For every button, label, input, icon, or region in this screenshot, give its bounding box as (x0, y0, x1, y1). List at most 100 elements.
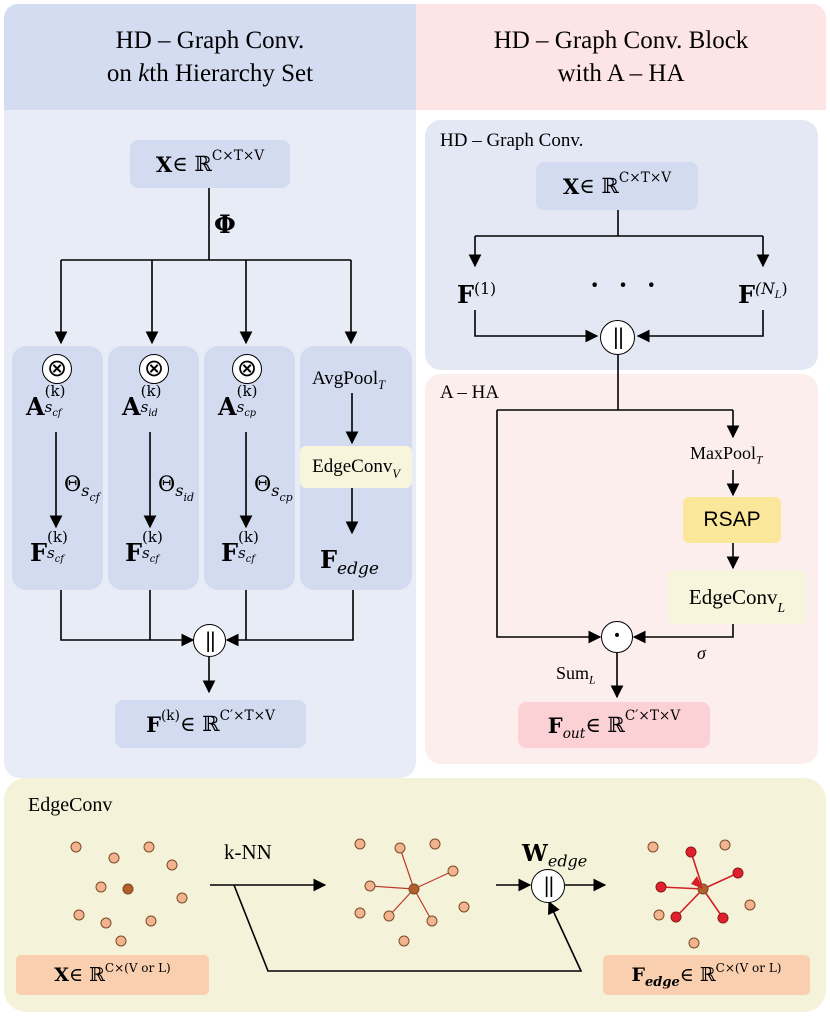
theta-scf-sym: Θ (64, 472, 82, 496)
dot-product-icon: • (601, 621, 633, 653)
avgpool-label: AvgPoolT (312, 368, 385, 393)
concat-icon-left: || (193, 624, 226, 657)
fn-sup-close: ) (781, 280, 788, 298)
a-scp-sub: s (236, 397, 245, 416)
input-point-cloud (60, 835, 195, 950)
column-scf (12, 346, 103, 590)
a-scp-sup: (k) (236, 381, 258, 400)
w-edge-label: Wedge (522, 840, 587, 871)
right-input-sup: C×T×V (618, 170, 672, 186)
bottom-output-sub: edge (645, 975, 680, 990)
phi-label: Φ (214, 210, 236, 239)
f-col2-subsub: cf (149, 553, 159, 565)
a-scf-sym: A (26, 392, 45, 421)
theta-scp-label: Θscp (254, 472, 293, 504)
theta-sid-sym: Θ (158, 472, 176, 496)
aha-panel (425, 374, 818, 764)
fn-sup: (NL) (755, 280, 788, 302)
f-col1-sym: F (30, 538, 48, 567)
dots-label: · · · (590, 270, 663, 301)
multiply-icon-scp: ⊗ (232, 354, 262, 384)
bottom-output-rel: ∈ ℝ (679, 964, 716, 986)
left-header-suffix: th Hierarchy Set (149, 60, 314, 87)
f-col1-subsub: cf (54, 553, 64, 565)
f-col3-sup: (k) (238, 527, 259, 546)
f-edge-label: Fedge (320, 545, 379, 579)
theta-scp-sym: Θ (254, 472, 272, 496)
theta-sid-subsub: id (183, 491, 194, 504)
a-sid-subsub: id (148, 407, 158, 419)
a-scf-sup: (k) (44, 381, 66, 400)
left-header-line1: HD – Graph Conv. (115, 27, 305, 54)
bottom-title: EdgeConv (28, 794, 113, 816)
fn-sup-open: (N (755, 280, 775, 298)
f1-label: F(1) (457, 280, 496, 310)
f-edge-sym: F (320, 545, 338, 574)
a-scf-subsub: cf (52, 407, 62, 419)
sum-label: SumL (556, 663, 596, 687)
f-col2-sup: (k) (142, 527, 163, 546)
f-col2-sub: s (142, 543, 150, 562)
f-col3-sub: s (238, 543, 246, 562)
f1-sup: (1) (474, 280, 497, 298)
concat-icon-bottom: || (531, 869, 565, 903)
concat-icon-right: || (600, 320, 635, 355)
f-col1-sub: s (47, 543, 55, 562)
avgpool-text: AvgPool (312, 368, 379, 389)
bottom-input-rel: ∈ ℝ (69, 964, 105, 986)
edgeconv-l-text: EdgeConv (688, 584, 778, 609)
f1-sym: F (457, 280, 475, 309)
right-header-panel (416, 4, 826, 110)
theta-scf-label: Θscf (64, 472, 100, 504)
column-sid (108, 346, 199, 590)
f-col2-sym: F (125, 538, 143, 567)
f-col3-subsub: cf (245, 553, 255, 565)
left-header-panel (4, 4, 416, 110)
multiply-icon-sid: ⊗ (139, 354, 169, 384)
right-output-sup: C′×T×V (624, 708, 681, 724)
knn-graph (350, 835, 475, 950)
left-header-line2: on kth Hierarchy Set (107, 57, 313, 90)
f-col2-label: F(k)scf (125, 529, 163, 568)
right-output-rel: ∈ ℝ (585, 713, 625, 737)
bottom-output-symbol: F (631, 964, 646, 986)
bottom-output-sup: C×(V or L) (715, 961, 782, 975)
a-scp-subsub: cp (244, 407, 257, 419)
avgpool-sub: T (378, 377, 386, 392)
f-col1-label: F(k)scf (30, 529, 68, 568)
left-header-k: k (138, 60, 150, 87)
right-input-symbol: X (562, 173, 580, 199)
left-output-rel: ∈ ℝ (179, 712, 220, 736)
fn-sup-sub: L (774, 290, 782, 302)
f-col1-sup: (k) (47, 527, 68, 546)
a-sid-sup: (k) (140, 381, 162, 400)
aha-title: A – HA (440, 382, 500, 403)
bottom-input-sup: C×(V or L) (104, 961, 171, 975)
theta-sid-label: Θsid (158, 472, 194, 504)
right-output-sub: out (562, 726, 586, 742)
edgeconv-v-sub: V (392, 467, 400, 481)
f-col3-sym: F (221, 538, 239, 567)
theta-sid-sub: s (175, 481, 184, 501)
right-header: HD – Graph Conv. Block with A – HA (416, 4, 826, 110)
left-input-symbol: X (155, 151, 173, 177)
f-col3-label: F(k)scf (221, 529, 259, 568)
hd-panel-title: HD – Graph Conv. (440, 130, 584, 151)
theta-scp-sub: s (271, 481, 280, 501)
left-output-supk: (k) (160, 708, 180, 724)
left-output-sup: C′×T×V (219, 708, 275, 724)
fn-label: F(NL) (738, 280, 788, 310)
a-scp-label: A(k)scp (218, 383, 257, 422)
sum-text: Sum (556, 663, 590, 683)
rsap-box: RSAP (683, 497, 781, 543)
a-sid-sym: A (122, 392, 141, 421)
output-edge-graph (645, 835, 760, 950)
theta-scf-sub: s (81, 481, 90, 501)
right-input-rel: ∈ ℝ (579, 174, 619, 198)
